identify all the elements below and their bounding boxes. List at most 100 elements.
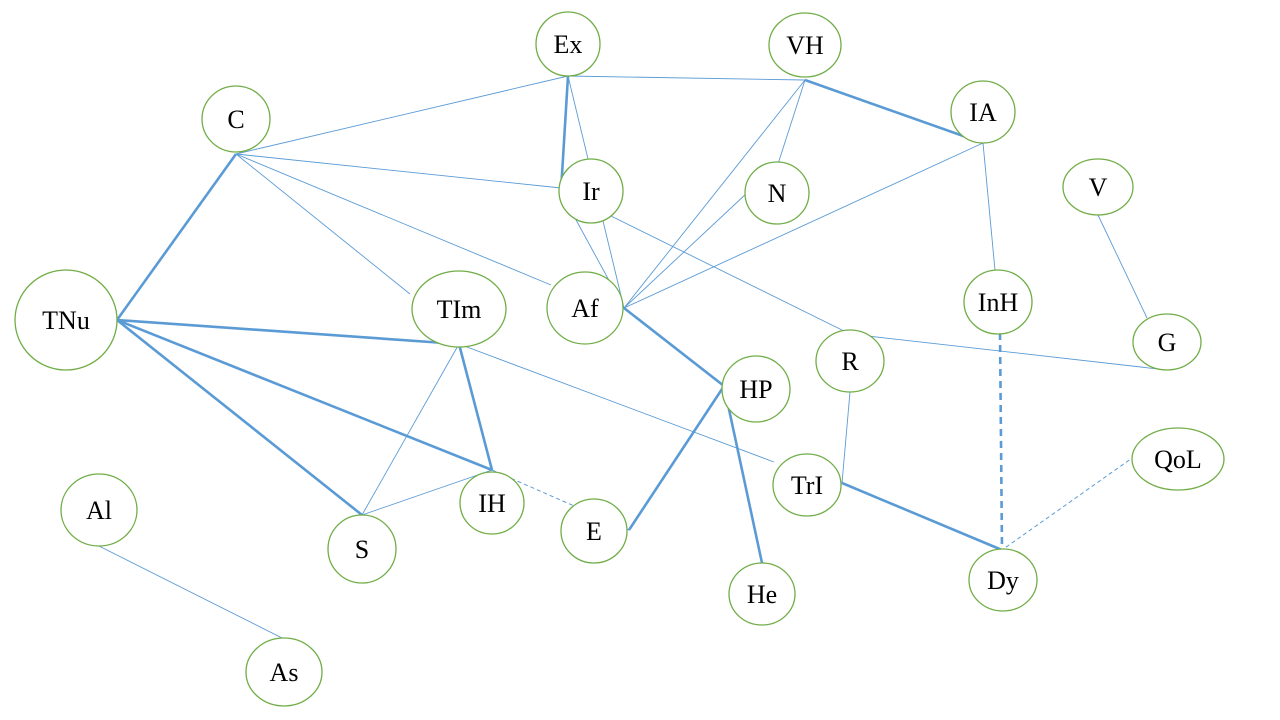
- node-label: R: [841, 347, 859, 376]
- node-qol: QoL: [1131, 427, 1225, 491]
- node-n: N: [744, 161, 810, 225]
- node-circle: [728, 562, 796, 626]
- node-label: Af: [571, 294, 599, 323]
- edge-tri-dy: [841, 481, 1003, 552]
- node-label: InH: [978, 288, 1019, 317]
- edge-vh-ia: [804, 78, 984, 145]
- node-label: As: [270, 658, 299, 687]
- edge-inh-dy: [998, 332, 1004, 551]
- node-label: IH: [478, 489, 506, 518]
- edge-s-ih: [361, 469, 493, 516]
- edge-tnu-s: [116, 318, 363, 517]
- node-circle: [768, 12, 842, 78]
- node-circle: [772, 453, 842, 517]
- node-s: S: [327, 514, 397, 584]
- node-circle: [327, 514, 397, 584]
- node-circle: [950, 80, 1016, 144]
- edge-ex-ir: [559, 75, 570, 192]
- node-label: QoL: [1154, 445, 1202, 474]
- edge-v-g: [1097, 214, 1148, 319]
- node-circle: [459, 471, 525, 535]
- node-r: R: [815, 329, 885, 393]
- node-label: HP: [739, 375, 772, 404]
- node-circle: [815, 329, 885, 393]
- node-ir: Ir: [558, 158, 624, 224]
- node-label: TIm: [437, 295, 482, 324]
- nodes-layer: Ex VH C IA Ir N V TNu TIm Af InH G R HP QoL TrI Al IH E S Dy…: [14, 11, 1225, 707]
- edge-ex-vh: [567, 75, 806, 81]
- edge-vh-af: [623, 79, 806, 309]
- edge-tnu-ih: [116, 318, 493, 472]
- node-dy: Dy: [968, 548, 1038, 612]
- node-circle: [1131, 427, 1225, 491]
- node-circle: [245, 637, 323, 707]
- node-inh: InH: [963, 269, 1033, 335]
- node-label: He: [747, 580, 777, 609]
- node-circle: [535, 11, 601, 77]
- node-label: TNu: [42, 306, 90, 335]
- node-circle: [546, 271, 624, 345]
- node-label: VH: [786, 31, 824, 60]
- node-circle: [1132, 313, 1202, 371]
- edge-af-hp: [623, 306, 725, 388]
- edges-layer: [98, 75, 1168, 640]
- edge-c-ir: [235, 153, 562, 189]
- edge-tim-ih: [457, 343, 494, 471]
- edge-qol-dy: [1001, 455, 1136, 551]
- node-label: Ex: [554, 30, 583, 59]
- node-circle: [558, 158, 624, 224]
- edge-c-af: [235, 153, 552, 286]
- edge-ir-r: [610, 215, 851, 335]
- node-label: Ir: [582, 177, 600, 206]
- node-circle: [411, 270, 507, 348]
- node-v: V: [1062, 158, 1134, 216]
- node-label: IA: [969, 98, 997, 127]
- edge-c-tnu: [115, 153, 238, 321]
- edge-tnu-tim: [116, 318, 460, 346]
- node-ih: IH: [459, 471, 525, 535]
- node-circle: [744, 161, 810, 225]
- edge-al-as: [98, 545, 285, 640]
- node-al: Al: [60, 473, 138, 547]
- edge-ih-e: [491, 469, 630, 531]
- edge-tim-tri: [458, 343, 775, 463]
- edge-hp-e: [627, 385, 726, 531]
- node-label: Al: [86, 496, 112, 525]
- node-label: N: [768, 179, 787, 208]
- node-label: S: [355, 535, 369, 564]
- node-ex: Ex: [535, 11, 601, 77]
- node-circle: [968, 548, 1038, 612]
- node-tnu: TNu: [14, 269, 118, 371]
- node-g: G: [1132, 313, 1202, 371]
- node-circle: [201, 85, 271, 153]
- edge-r-tri: [841, 391, 851, 484]
- node-c: C: [201, 85, 271, 153]
- node-label: E: [586, 517, 602, 546]
- edge-tim-s: [361, 343, 460, 516]
- edge-ia-af: [623, 142, 984, 309]
- edge-n-af: [623, 192, 748, 309]
- node-circle: [1062, 158, 1134, 216]
- node-vh: VH: [768, 12, 842, 78]
- node-circle: [560, 498, 628, 564]
- node-hp: HP: [721, 355, 791, 423]
- node-tim: TIm: [411, 270, 507, 348]
- edge-c-tim: [235, 153, 411, 295]
- edge-r-g: [849, 333, 1168, 371]
- node-e: E: [560, 498, 628, 564]
- node-af: Af: [546, 271, 624, 345]
- node-label: C: [227, 105, 244, 134]
- node-label: Dy: [987, 566, 1019, 595]
- node-circle: [721, 355, 791, 423]
- node-as: As: [245, 637, 323, 707]
- node-circle: [60, 473, 138, 547]
- node-label: TrI: [791, 471, 823, 500]
- node-he: He: [728, 562, 796, 626]
- edge-c-ex: [235, 75, 569, 155]
- edge-hp-he: [722, 385, 764, 564]
- node-label: V: [1089, 173, 1108, 202]
- node-label: G: [1158, 328, 1177, 357]
- node-ia: IA: [950, 80, 1016, 144]
- node-circle: [963, 269, 1033, 335]
